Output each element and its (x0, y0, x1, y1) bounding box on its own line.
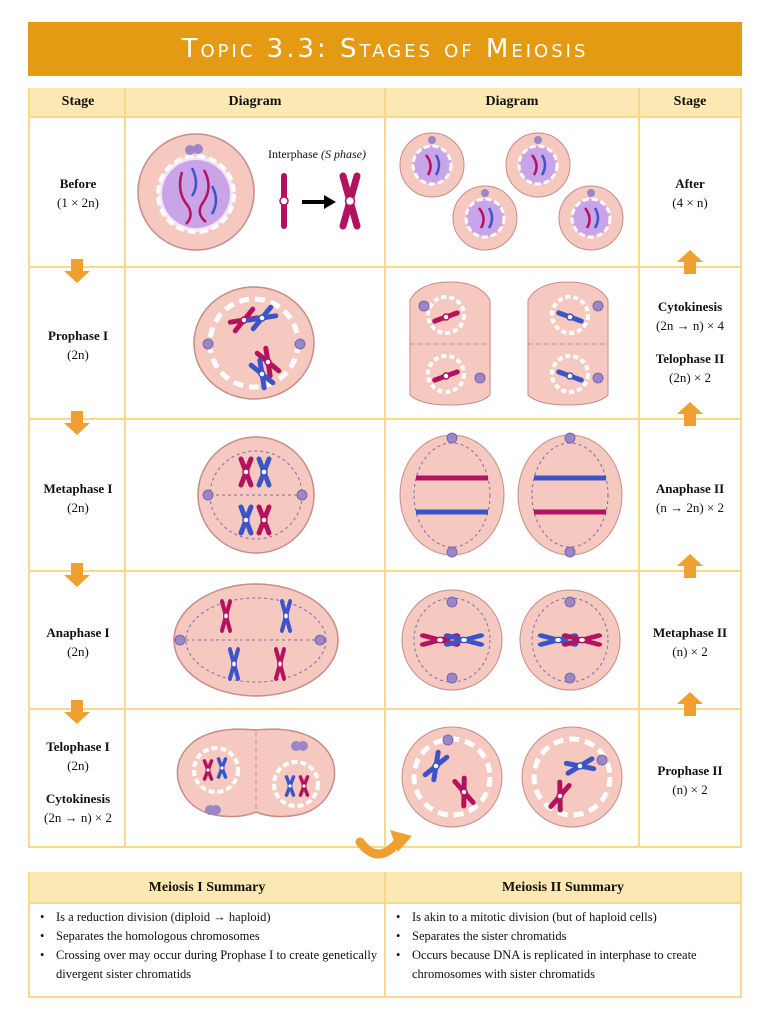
list-item: Occurs because DNA is replicated in inte… (390, 946, 736, 984)
stage-metaphase-2: Metaphase II(n) × 2 (652, 625, 728, 659)
header-stage-right: Stage (640, 88, 740, 116)
anaphase-1-cell (173, 583, 339, 697)
telophase-1-cells (176, 728, 336, 818)
stage-before: Before(1 × 2n) (57, 176, 99, 210)
row-divider (28, 266, 742, 268)
row-divider (28, 708, 742, 710)
stage-prophase-2: Prophase II(n) × 2 (657, 763, 723, 797)
column-divider (638, 88, 640, 848)
column-divider (384, 88, 386, 848)
list-item: Is a reduction division (diploid → haplo… (34, 908, 378, 927)
list-item: Is akin to a mitotic division (but of ha… (390, 908, 736, 927)
stage-anaphase-1: Anaphase I(2n) (46, 625, 110, 659)
arrow-up-icon (677, 692, 703, 716)
anaphase-2-cells (399, 432, 623, 558)
meiosis-1-summary-title: Meiosis I Summary (30, 872, 384, 904)
list-item: Separates the sister chromatids (390, 927, 736, 946)
summary-header-divider (28, 902, 742, 904)
interphase-replication-icon (279, 172, 361, 230)
column-divider (124, 88, 126, 848)
list-item: Crossing over may occur during Prophase … (34, 946, 378, 984)
stage-metaphase-1: Metaphase I(2n) (43, 481, 113, 515)
arrow-up-icon (677, 250, 703, 274)
metaphase-1-cell (197, 436, 315, 554)
stage-after: After(4 × n) (672, 176, 708, 210)
meiosis-2-summary-list: Is akin to a mitotic division (but of ha… (390, 908, 736, 984)
page-title: Topic 3.3: Stages of Meiosis (28, 22, 742, 76)
arrow-down-icon (64, 411, 90, 435)
meiosis-2-summary-title: Meiosis II Summary (386, 872, 740, 904)
interphase-label: Interphase (S phase) (268, 147, 366, 161)
stage-anaphase-2: Anaphase II(n → 2n) × 2 (655, 481, 725, 515)
haploid-daughter-cells (399, 132, 624, 251)
row-divider (28, 116, 742, 118)
row-divider (28, 418, 742, 420)
stage-prophase-1: Prophase I(2n) (47, 328, 109, 362)
summary-divider (384, 872, 386, 998)
arrow-down-icon (64, 259, 90, 283)
prophase-1-cell (193, 286, 315, 400)
arrow-down-icon (64, 563, 90, 587)
meiosis-1-summary-list: Is a reduction division (diploid → haplo… (34, 908, 378, 984)
prophase-2-cells (401, 726, 623, 828)
header-diagram-left: Diagram (126, 88, 384, 116)
list-item: Separates the homologous chromosomes (34, 927, 378, 946)
curved-arrow-icon (355, 830, 412, 859)
telophase-2-cells (409, 281, 609, 406)
row-divider (28, 570, 742, 572)
header-stage-left: Stage (30, 88, 126, 116)
stage-telophase-1: Telophase I(2n)Cytokinesis(2n → n) × 2 (44, 739, 112, 825)
interphase-cell (137, 133, 255, 251)
header-diagram-right: Diagram (386, 88, 638, 116)
arrow-up-icon (677, 402, 703, 426)
metaphase-2-cells (401, 589, 621, 691)
arrow-up-icon (677, 554, 703, 578)
arrow-down-icon (64, 700, 90, 724)
